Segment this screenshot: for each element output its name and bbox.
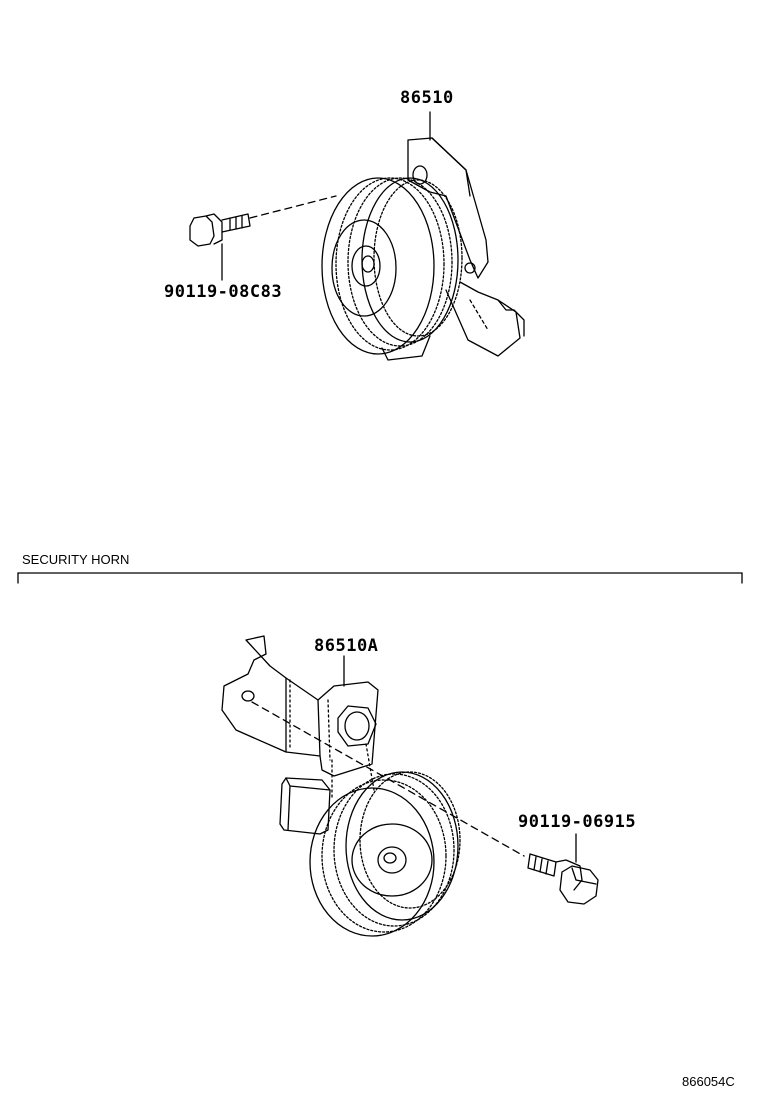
bracket-hole-security xyxy=(241,690,255,702)
part-number-86510: 86510 xyxy=(400,88,454,108)
section-divider xyxy=(17,572,743,584)
horn-body-security xyxy=(309,787,435,937)
bolt-top xyxy=(189,213,251,247)
bolt-security xyxy=(527,853,599,905)
part-number-90119-08C83: 90119-08C83 xyxy=(164,282,283,302)
part-number-90119-06915: 90119-06915 xyxy=(518,812,637,832)
horn-security-drawing xyxy=(221,635,599,937)
part-number-86510A: 86510A xyxy=(314,636,379,656)
horn-terminal-top xyxy=(381,335,431,361)
horn-face-security xyxy=(351,823,433,897)
section-title-security-horn: SECURITY HORN xyxy=(22,552,130,567)
horn-face-top xyxy=(331,219,397,317)
horn-connector-security xyxy=(279,777,331,835)
bracket-nut xyxy=(337,705,377,747)
horn-connector-top xyxy=(445,281,521,357)
horn-body-top xyxy=(321,177,435,355)
horn-top-drawing xyxy=(189,111,525,361)
figure-code: 866054C xyxy=(682,1074,735,1089)
horn-bracket-security xyxy=(221,635,379,777)
alignment-line-security xyxy=(251,701,525,857)
alignment-line-top xyxy=(249,195,337,219)
